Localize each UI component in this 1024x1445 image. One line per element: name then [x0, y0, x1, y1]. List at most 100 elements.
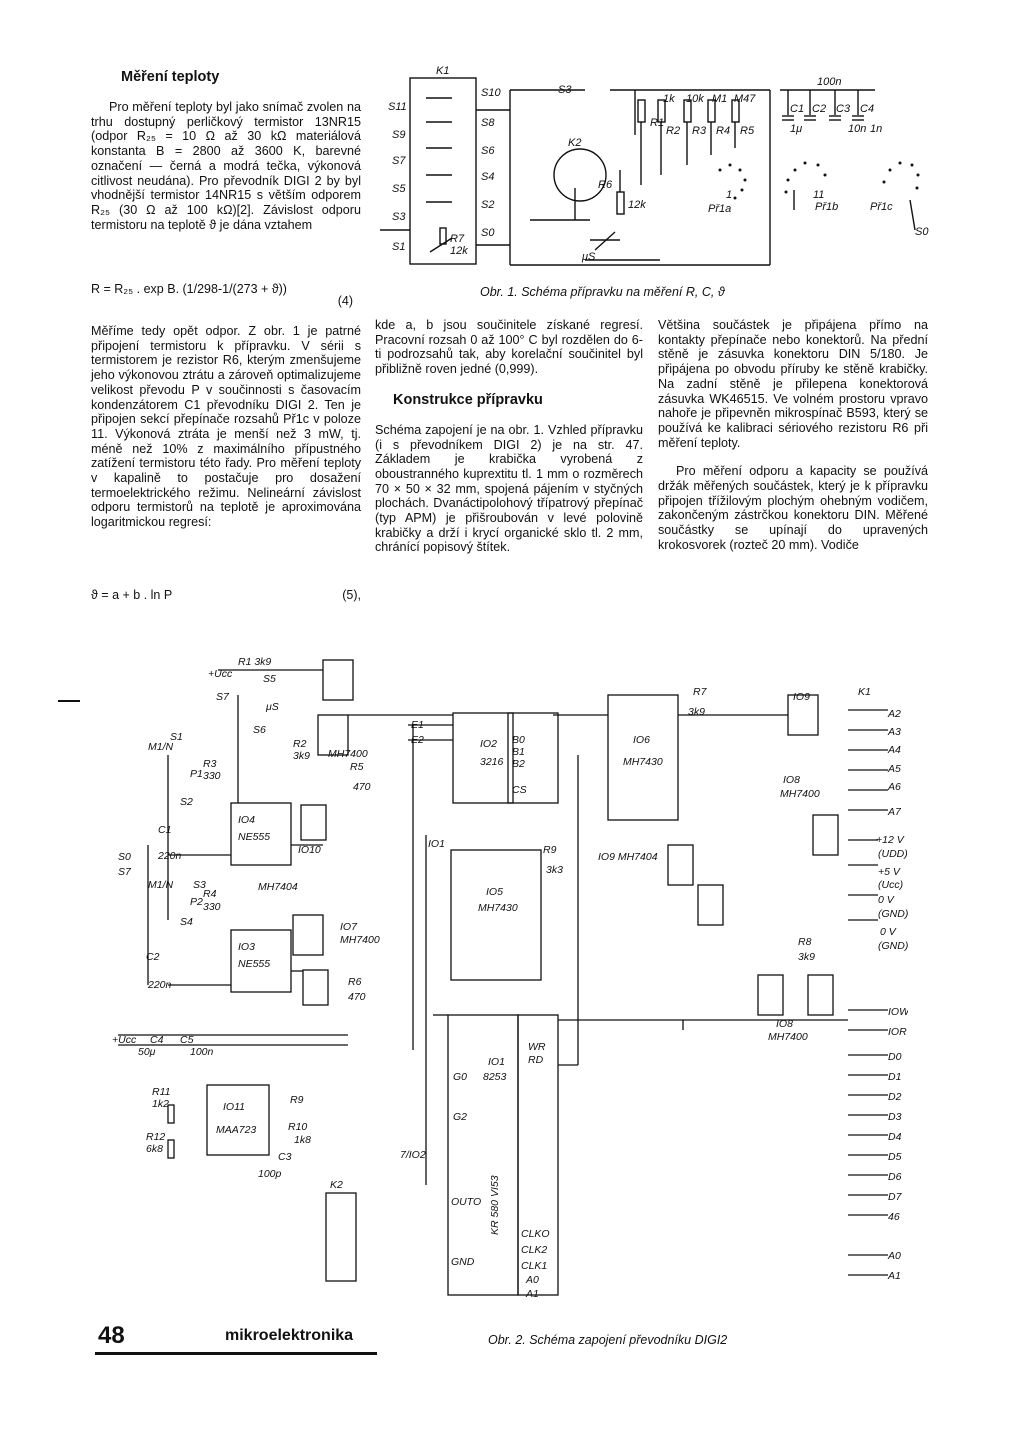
fig1-label-us: μS	[581, 251, 596, 263]
fig2-label-io7: IO7	[340, 921, 358, 933]
fig2-label-r5-value: 470	[353, 781, 371, 793]
fig1-label-c3: C3	[836, 103, 851, 115]
fig2-label-s1: S1	[170, 731, 183, 743]
fig2-label-io5: IO5	[486, 886, 503, 898]
fig2-label-s6: S6	[253, 724, 266, 736]
formula-4-text: R = R₂₅ . exp B. (1/298-1/(273 + ϑ))	[91, 282, 287, 296]
fig2-label-ior: IOR	[888, 1026, 907, 1038]
fig2-label-s4: S4	[180, 916, 193, 928]
paragraph-construction: Schéma zapojení je na obr. 1. Vzhled pří…	[375, 422, 643, 555]
text-column-1b: Měříme tedy opět odpor. Z obr. 1 je patr…	[91, 324, 361, 530]
fig2-label-io6-type: MH7430	[623, 756, 663, 768]
fig2-label-d2: D2	[888, 1091, 902, 1103]
fig1-label-s0b: S0	[915, 226, 929, 238]
figure-2-caption: Obr. 2. Schéma zapojení převodníku DIGI2	[488, 1333, 728, 1347]
fig2-label-s5: S5	[263, 673, 276, 685]
fig1-label-k1: K1	[436, 65, 449, 77]
fig1-label-s1: S1	[392, 241, 405, 253]
fig2-label-46: 46	[888, 1211, 900, 1223]
fig2-label-io10: IO10	[298, 844, 321, 856]
fig1-label-pr1b: Př1b	[815, 201, 838, 213]
fig2-label-io9b: IO9 MH7404	[598, 851, 658, 863]
fig2-label-d0: D0	[888, 1051, 902, 1063]
fig2-label-io1-type: 8253	[483, 1071, 507, 1083]
fig2-label-io3: IO3	[238, 941, 255, 953]
fig2-label-ucc3: (Ucc)	[878, 879, 903, 891]
fig2-label-k2: K2	[330, 1179, 343, 1191]
fig2-label-ucc: +Ucc	[208, 668, 233, 680]
figure-2-schematic: R1 3k9 +Ucc S5 S7 μS S6 R2 3k9 MH7400 R5…	[112, 656, 908, 1300]
fig1-label-s5: S5	[392, 183, 406, 195]
fig1-label-pr1c: Př1c	[870, 201, 893, 213]
fig2-label-io101: IO1	[428, 838, 445, 850]
text-column-3: Většina součástek je připájena přímo na …	[658, 318, 928, 553]
fig2-label-a5: A5	[887, 763, 901, 775]
fig2-label-out0: OUTO	[451, 1196, 481, 1208]
fig2-label-k1: K1	[858, 686, 871, 698]
fig2-label-r3: R3	[203, 758, 217, 770]
fig1-label-s0: S0	[481, 227, 495, 239]
fig2-label-gnd1: 0 V	[878, 894, 895, 906]
fig2-label-s3: S3	[193, 879, 206, 891]
fig1-label-c1: C1	[790, 103, 804, 115]
fig1-label-m47: M47	[734, 93, 756, 105]
fig1-label-c4-value: 1n	[870, 123, 882, 135]
fig2-label-12v: +12 V	[876, 834, 905, 846]
fig2-label-c5: C5	[180, 1034, 194, 1046]
fig2-label-c5-value: 100n	[190, 1046, 214, 1058]
fig2-label-r4-value: 330	[203, 901, 221, 913]
text-column-1: Pro měření teploty byl jako snímač zvole…	[91, 100, 361, 232]
fig2-label-r9: R9	[543, 844, 557, 856]
paragraph-holder: Pro měření odporu a kapacity se používá …	[658, 464, 928, 552]
text-column-2: kde a, b jsou součinitele získané regres…	[375, 318, 643, 555]
fig2-label-s0: S0	[118, 851, 131, 863]
fig2-label-gnd: GND	[451, 1256, 475, 1268]
fig1-label-s3: S3	[392, 211, 406, 223]
fig2-label-d7: D7	[888, 1191, 903, 1203]
paragraph-measurement: Měříme tedy opět odpor. Z obr. 1 je patr…	[91, 324, 361, 530]
fig2-label-b0: B0	[512, 734, 525, 746]
fig2-label-p2: P2	[190, 896, 203, 908]
fig2-label-r8-value: 3k9	[798, 951, 815, 963]
fig2-label-cs: CS	[512, 784, 527, 796]
fig1-label-s9: S9	[392, 129, 405, 141]
fig2-label-a0b: A0	[525, 1274, 539, 1286]
fig1-label-r6-value: 12k	[628, 199, 646, 211]
fig2-label-r3-value: 330	[203, 770, 221, 782]
fig1-label-s3b: S3	[558, 84, 572, 96]
fig1-label-s8: S8	[481, 117, 495, 129]
formula-5: ϑ = a + b . ln P (5),	[91, 588, 361, 602]
fig2-label-g0: G0	[453, 1071, 467, 1083]
fig1-label-pr1a: Př1a	[708, 203, 731, 215]
fig2-label-g2: G2	[453, 1111, 467, 1123]
fig1-label-c4: C4	[860, 103, 874, 115]
fig2-label-r7-value: 3k9	[688, 706, 705, 718]
fig1-label-c2: C2	[812, 103, 826, 115]
fig2-label-a1b: A1	[525, 1288, 539, 1300]
fig1-label-1k: 1k	[663, 93, 675, 105]
fig1-label-c3-value: 10n	[848, 123, 866, 135]
fig1-label-s7: S7	[392, 155, 406, 167]
fig2-label-s7: S7	[216, 691, 230, 703]
fig2-label-c4-value: 50μ	[138, 1046, 156, 1058]
fig2-label-io1: IO1	[488, 1056, 505, 1068]
fig2-label-iow: IOW	[888, 1006, 908, 1018]
fig1-label-r3: R3	[692, 125, 707, 137]
fig2-label-mh7404: MH7404	[258, 881, 298, 893]
article-heading: Měření teploty	[121, 69, 220, 85]
fig2-label-c3-value: 100p	[258, 1168, 282, 1180]
fig1-label-c1-value: 1μ	[790, 123, 802, 135]
fig2-label-d5: D5	[888, 1151, 902, 1163]
fig2-label-c1-value: 220n	[157, 850, 182, 862]
fig2-label-r8: R8	[798, 936, 812, 948]
fig2-label-gndl1: (GND)	[878, 908, 908, 920]
fig2-label-c3: C3	[278, 1151, 292, 1163]
fig1-label-s11: S11	[388, 101, 407, 113]
formula-4-number: (4)	[337, 294, 353, 308]
formula-5-text: ϑ = a + b . ln P	[91, 588, 173, 602]
fig2-label-m1n: M1/N	[148, 741, 174, 753]
fig2-label-d6: D6	[888, 1171, 902, 1183]
fig2-label-rd: RD	[528, 1054, 544, 1066]
fig1-label-r1: R1	[650, 117, 664, 129]
page-number: 48	[98, 1322, 125, 1349]
